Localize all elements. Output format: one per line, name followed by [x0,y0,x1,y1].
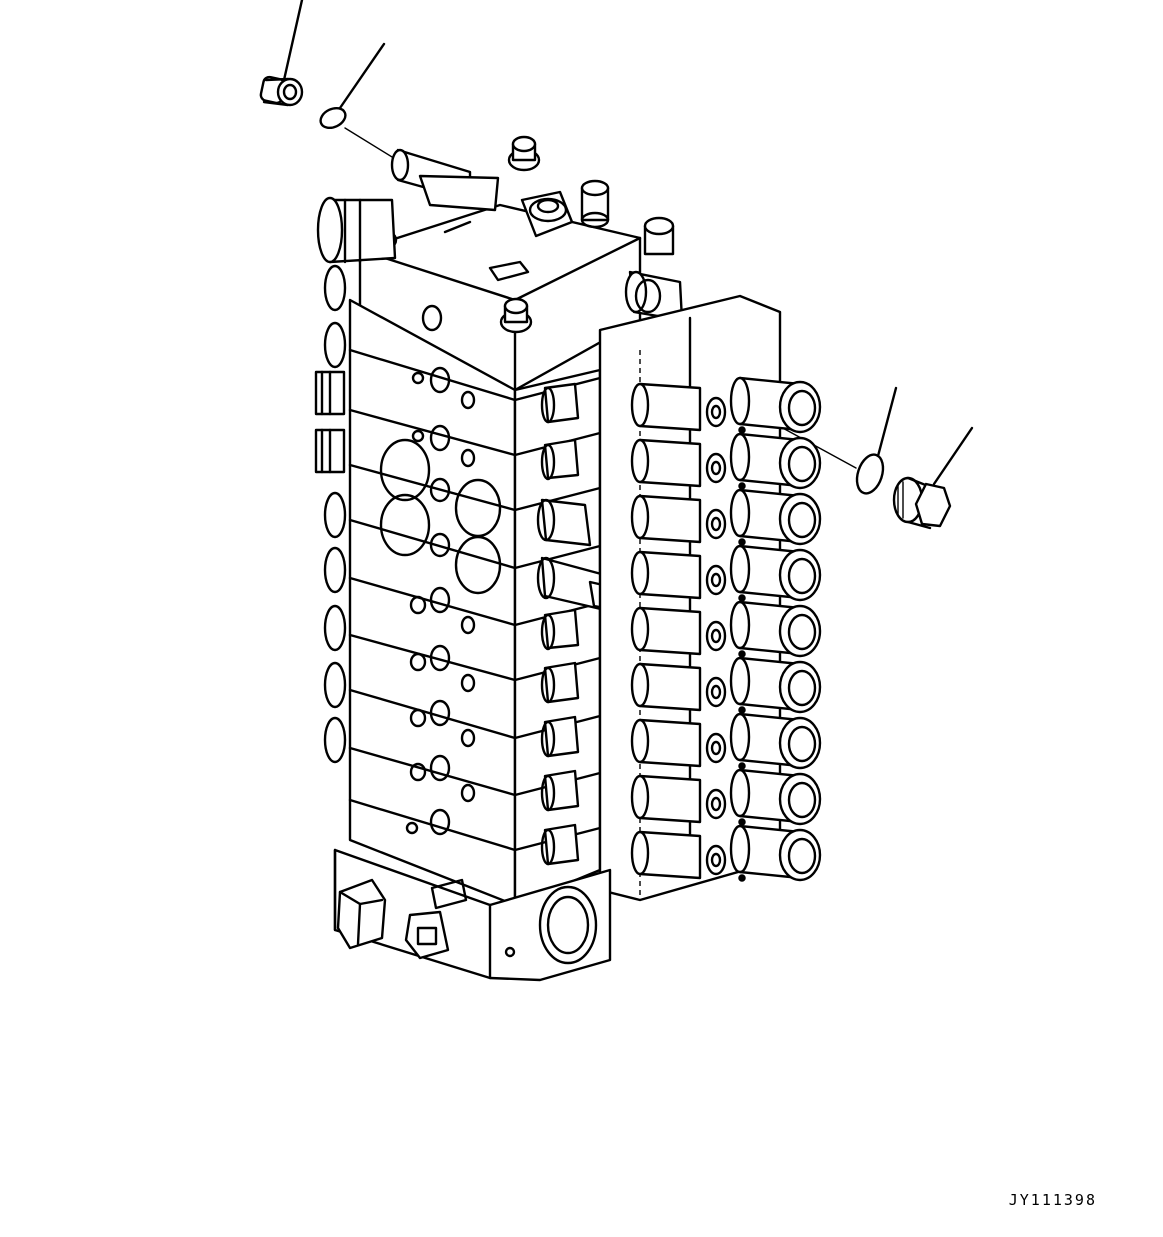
pressure-fitting [580,179,610,229]
spool-cap-inner [787,389,817,427]
spool-assembly [630,488,822,546]
connector-pin [710,684,722,700]
solenoid-end [630,550,650,596]
cap-screw [738,706,746,714]
pressure-fitting [520,190,574,238]
spool-cap-inner [787,725,817,763]
spool-cap-back [729,376,751,426]
connector [705,732,727,764]
top-fitting-cylinder [390,148,500,212]
connector-pin [710,740,722,756]
spool-cap-back [729,824,751,874]
solenoid-end [630,662,650,708]
spool-cap-inner [787,837,817,875]
connector [705,452,727,484]
connector-pin [710,516,722,532]
solenoid-end [630,606,650,652]
spool-assembly [630,712,822,770]
left-end-fitting [316,196,397,264]
plug-top-left [259,0,304,107]
spool-assembly [630,600,822,658]
connector [705,788,727,820]
spool-assembly [630,768,822,826]
front-ports [379,366,502,836]
solenoid-end [630,494,650,540]
connector-pin [710,628,722,644]
connector [705,508,727,540]
cap-screw [738,650,746,658]
spool-assembly [630,656,822,714]
pressure-fitting [643,216,675,256]
spool-cap-back [729,656,751,706]
spool-assembly [630,824,822,882]
cap-screw [738,818,746,826]
solenoid-end [630,438,650,484]
solenoid-end [630,382,650,428]
spool-cap-back [729,768,751,818]
drawing-code-label: JY111398 [1008,1191,1097,1209]
connector-pin [710,404,722,420]
spool-cap-inner [787,445,817,483]
connector-pin [710,796,722,812]
connector-pin [710,572,722,588]
spool-cap-back [729,488,751,538]
cap-screw [738,482,746,490]
cover-bolt [507,135,541,172]
spool-cap-back [729,712,751,762]
left-spool-ends [314,264,347,764]
connector [705,620,727,652]
connector-pin [710,460,722,476]
spool-cap-inner [787,557,817,595]
spool-assembly [630,432,822,490]
spool-cap-inner [787,613,817,651]
spool-assembly [630,376,822,434]
solenoid-end [630,774,650,820]
cap-screw [738,874,746,882]
solenoid-end [630,830,650,876]
solenoid-end [630,718,650,764]
spool-cap-back [729,544,751,594]
connector [705,676,727,708]
side-plugs [536,382,630,866]
cap-screw [738,426,746,434]
bottom-end-block [333,848,612,982]
cap-screw [738,594,746,602]
spool-caps [630,376,822,882]
spool-assembly [630,544,822,602]
spool-cap-inner [787,669,817,707]
cap-screw [738,762,746,770]
spool-cap-inner [787,501,817,539]
connector [705,396,727,428]
connector [705,564,727,596]
plug-right [892,426,974,530]
cover-bolt [499,297,533,334]
spool-cap-back [729,600,751,650]
spool-cap-inner [787,781,817,819]
cap-screw [738,538,746,546]
connector-pin [710,852,722,868]
spool-cap-back [729,432,751,482]
connector [705,844,727,876]
